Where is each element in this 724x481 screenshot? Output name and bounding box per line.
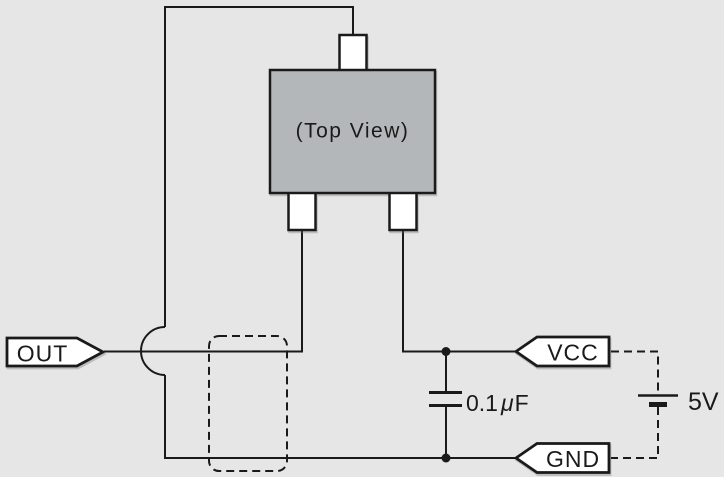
- out-tag-shape: [5, 336, 106, 368]
- junction-dot-vcc: [441, 347, 451, 356]
- package-label: (Top View): [296, 120, 410, 143]
- ic-package: (Top View): [268, 33, 437, 232]
- dashed-outline-box: [208, 335, 288, 472]
- gnd-tag: GND: [513, 442, 611, 474]
- junction-dot-gnd: [441, 453, 451, 463]
- package-pin-top: [338, 33, 368, 75]
- left-rail-and-gnd-wire: [164, 375, 516, 459]
- out-tag: OUT: [5, 336, 106, 368]
- top-pin-to-left-rail-wire: [164, 6, 354, 327]
- vcc-tag-label: VCC: [547, 340, 599, 366]
- battery-voltage-label: 5V: [688, 388, 719, 416]
- battery-dashed-wire-bottom: [611, 407, 659, 459]
- vcc-tag-shape: [513, 335, 611, 368]
- out-wire: [104, 230, 303, 353]
- package-pin-bottom-left: [287, 188, 317, 232]
- out-tag-label: OUT: [17, 341, 69, 367]
- package-body: [268, 68, 437, 195]
- battery-symbol: 5V: [611, 350, 719, 459]
- vcc-wire: [402, 230, 516, 353]
- gnd-tag-label: GND: [546, 446, 600, 472]
- package-pin-bottom-right: [388, 188, 418, 232]
- vcc-tag: VCC: [513, 335, 611, 368]
- gnd-tag-shape: [513, 442, 611, 474]
- battery-dashed-wire-top: [611, 350, 659, 393]
